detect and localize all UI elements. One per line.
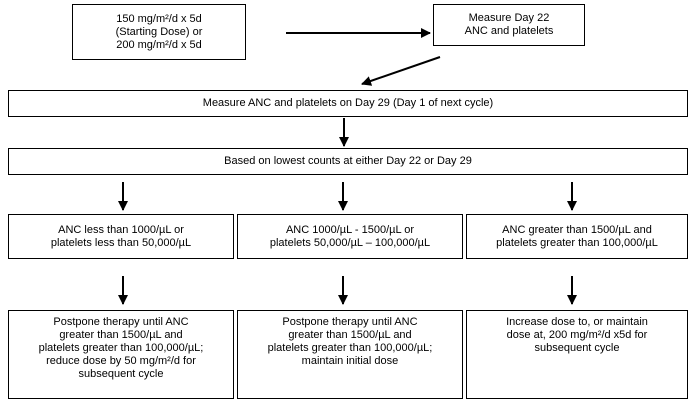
action-high-box: Increase dose to, or maintain dose at, 2… <box>466 310 688 399</box>
measure-day22-box: Measure Day 22 ANC and platelets <box>433 4 585 46</box>
arrow-day22-to-day29 <box>361 56 441 86</box>
condition-mid-box: ANC 1000/µL - 1500/µL or platelets 50,00… <box>237 214 463 259</box>
condition-high-box: ANC greater than 1500/µL and platelets g… <box>466 214 688 259</box>
starting-dose-box: 150 mg/m²/d x 5d (Starting Dose) or 200 … <box>72 4 246 60</box>
lowest-counts-box: Based on lowest counts at either Day 22 … <box>8 148 688 175</box>
measure-day29-box: Measure ANC and platelets on Day 29 (Day… <box>8 90 688 117</box>
action-mid-box: Postpone therapy until ANC greater than … <box>237 310 463 399</box>
action-low-box: Postpone therapy until ANC greater than … <box>8 310 234 399</box>
condition-low-box: ANC less than 1000/µL or platelets less … <box>8 214 234 259</box>
